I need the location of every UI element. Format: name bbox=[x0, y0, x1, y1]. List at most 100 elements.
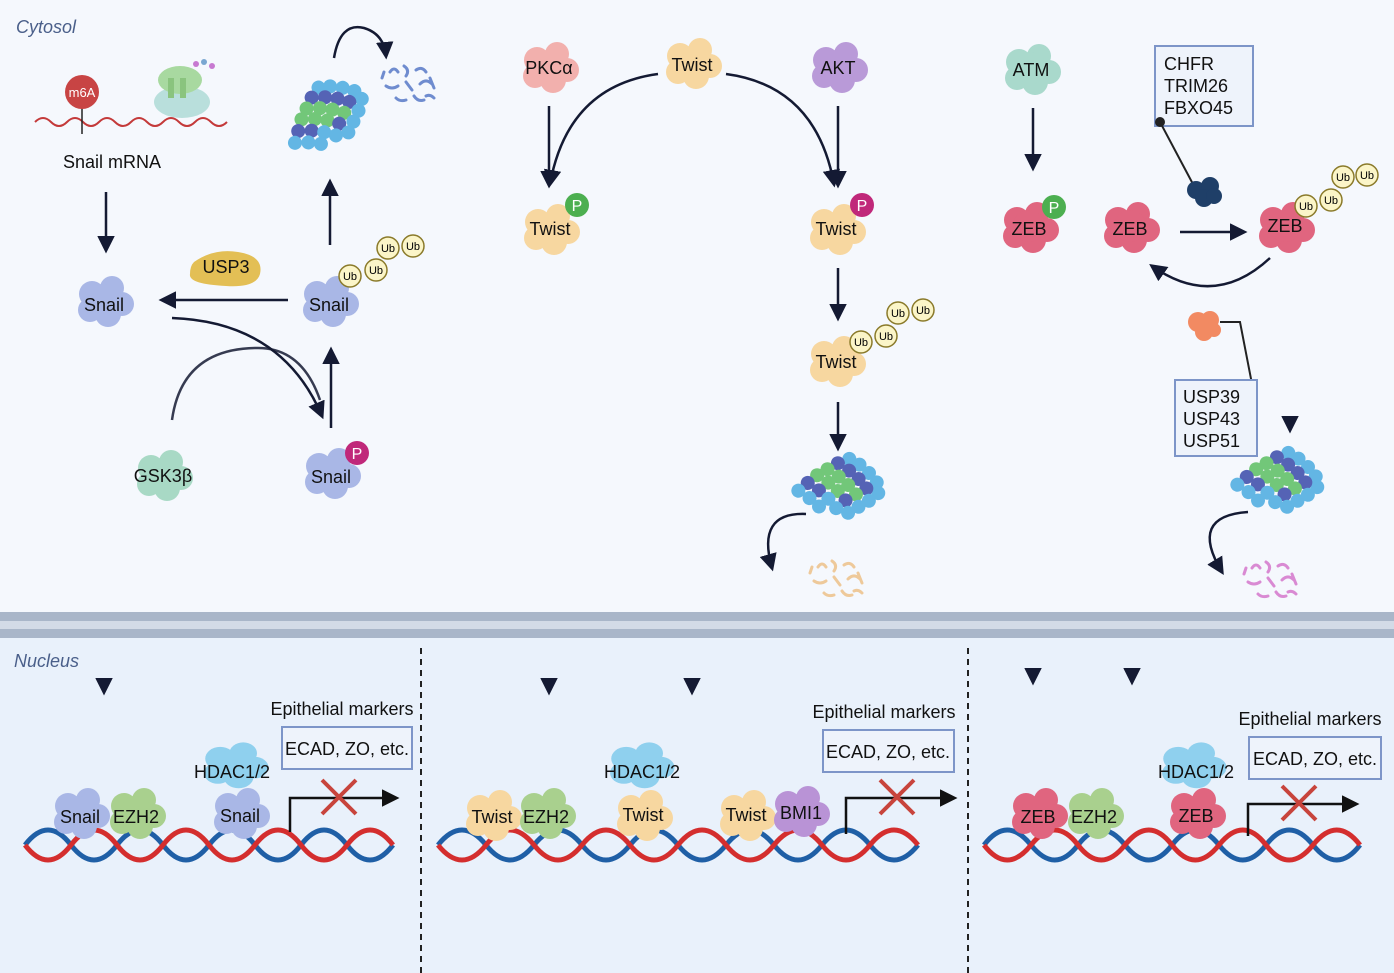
twist-bmi1-complex: Twist BMI1 bbox=[720, 786, 830, 841]
svg-text:Twist: Twist bbox=[815, 219, 856, 239]
m6a-mark bbox=[65, 75, 99, 109]
arrow-zeb-deubiquitination bbox=[1149, 257, 1271, 288]
twist-phospho-akt: Twist P bbox=[810, 193, 874, 255]
svg-text:Ub: Ub bbox=[854, 337, 868, 349]
svg-text:AKT: AKT bbox=[820, 58, 855, 78]
repression-cross bbox=[1280, 784, 1318, 822]
svg-text:TRIM26: TRIM26 bbox=[1164, 76, 1228, 96]
arrow-degradation-zeb bbox=[1207, 510, 1249, 575]
svg-text:HDAC1/2: HDAC1/2 bbox=[194, 762, 270, 782]
nucleus-label: Nucleus bbox=[14, 651, 79, 671]
svg-text:Ub: Ub bbox=[343, 271, 357, 283]
snail-protein-free: Snail bbox=[78, 276, 134, 327]
m6a-label: m6A bbox=[69, 85, 96, 100]
svg-text:Ub: Ub bbox=[879, 331, 893, 343]
atm-protein: ATM bbox=[1005, 44, 1061, 95]
nuclear-membrane bbox=[0, 612, 1394, 638]
svg-text:EZH2: EZH2 bbox=[113, 807, 159, 827]
svg-text:Ub: Ub bbox=[406, 241, 420, 253]
svg-text:P: P bbox=[857, 198, 868, 215]
svg-text:ZEB: ZEB bbox=[1112, 219, 1147, 239]
repression-cross bbox=[320, 778, 358, 816]
svg-text:EZH2: EZH2 bbox=[523, 807, 569, 827]
svg-text:P: P bbox=[352, 446, 363, 463]
cytosol-label: Cytosol bbox=[16, 17, 77, 37]
svg-text:USP51: USP51 bbox=[1183, 431, 1240, 451]
zeb-nuclear-complex: ZEB EZH2 bbox=[1012, 788, 1124, 839]
pkca-protein: PKCα bbox=[523, 42, 579, 93]
markers-title: Epithelial markers bbox=[270, 699, 413, 719]
svg-text:Ub: Ub bbox=[1336, 172, 1350, 184]
zeb-phospho-atm: ZEB P bbox=[1003, 195, 1066, 253]
markers-title: Epithelial markers bbox=[812, 702, 955, 722]
svg-text:Ub: Ub bbox=[381, 243, 395, 255]
svg-text:FBXO45: FBXO45 bbox=[1164, 98, 1233, 118]
svg-text:ECAD, ZO, etc.: ECAD, ZO, etc. bbox=[826, 742, 950, 762]
svg-text:GSK3β: GSK3β bbox=[134, 466, 192, 486]
twist-nuclear-complex: Twist EZH2 bbox=[466, 788, 576, 841]
twist-protein-top: Twist bbox=[666, 38, 722, 89]
svg-text:Ub: Ub bbox=[891, 308, 905, 320]
markers-twist: Epithelial markers ECAD, ZO, etc. bbox=[812, 702, 958, 834]
markers-title: Epithelial markers bbox=[1238, 709, 1381, 729]
svg-text:ECAD, ZO, etc.: ECAD, ZO, etc. bbox=[285, 739, 409, 759]
svg-text:PKCα: PKCα bbox=[525, 58, 572, 78]
snail-ubiquitinated: Snail Ub Ub Ub Ub bbox=[303, 234, 425, 327]
hdac-snail-complex: HDAC1/2 Snail bbox=[194, 742, 270, 839]
usp3-protein: USP3 bbox=[189, 251, 261, 287]
markers-snail: Epithelial markers ECAD, ZO, etc. bbox=[270, 699, 414, 832]
gsk3b-protein: GSK3β bbox=[134, 450, 193, 501]
arrow-degradation-snail bbox=[332, 25, 394, 60]
zeb-ubiquitinated: ZEB Ub Ub Ub Ub bbox=[1259, 163, 1379, 253]
svg-text:Twist: Twist bbox=[671, 55, 712, 75]
svg-text:Snail: Snail bbox=[309, 295, 349, 315]
transcription-start-arrow bbox=[288, 789, 400, 832]
e3-ligase-icon bbox=[1187, 177, 1222, 207]
svg-text:ZEB: ZEB bbox=[1267, 216, 1302, 236]
arrow-twist-to-pkca-phospho bbox=[543, 72, 659, 188]
svg-text:ZEB: ZEB bbox=[1020, 807, 1055, 827]
ribosome-icon bbox=[154, 59, 215, 118]
svg-text:Twist: Twist bbox=[622, 805, 663, 825]
markers-zeb: Epithelial markers ECAD, ZO, etc. bbox=[1238, 709, 1382, 836]
akt-protein: AKT bbox=[812, 42, 868, 93]
svg-text:Snail: Snail bbox=[220, 806, 260, 826]
svg-text:USP39: USP39 bbox=[1183, 387, 1240, 407]
dub-icon bbox=[1188, 311, 1221, 341]
arrow-gsk3b-action bbox=[170, 346, 322, 421]
svg-text:Twist: Twist bbox=[471, 807, 512, 827]
dna-twist bbox=[436, 827, 920, 863]
svg-text:Snail: Snail bbox=[311, 467, 351, 487]
svg-text:ECAD, ZO, etc.: ECAD, ZO, etc. bbox=[1253, 749, 1377, 769]
svg-text:CHFR: CHFR bbox=[1164, 54, 1214, 74]
snail-phosphorylated: Snail P bbox=[305, 441, 369, 499]
svg-text:Ub: Ub bbox=[916, 305, 930, 317]
svg-text:ATM: ATM bbox=[1013, 60, 1050, 80]
svg-text:Twist: Twist bbox=[529, 219, 570, 239]
transcription-start-arrow bbox=[844, 789, 958, 834]
arrow-phosphorylation bbox=[171, 316, 325, 420]
svg-text:P: P bbox=[1049, 200, 1060, 217]
svg-text:Ub: Ub bbox=[1299, 201, 1313, 213]
arrow-degradation-twist bbox=[759, 512, 807, 572]
svg-text:Snail: Snail bbox=[60, 807, 100, 827]
snail-nuclear-complex: Snail EZH2 bbox=[54, 788, 166, 839]
transcription-start-arrow bbox=[1246, 795, 1360, 836]
svg-text:USP43: USP43 bbox=[1183, 409, 1240, 429]
hdac-zeb-complex: HDAC1/2 ZEB bbox=[1158, 742, 1234, 839]
repression-cross bbox=[878, 778, 916, 816]
svg-text:Twist: Twist bbox=[815, 352, 856, 372]
svg-text:P: P bbox=[572, 198, 583, 215]
svg-text:Ub: Ub bbox=[1324, 195, 1338, 207]
svg-text:HDAC1/2: HDAC1/2 bbox=[1158, 762, 1234, 782]
snail-mrna: m6A bbox=[34, 75, 228, 134]
svg-text:Snail: Snail bbox=[84, 295, 124, 315]
twist-phospho-pkca: Twist P bbox=[524, 193, 589, 255]
svg-text:Twist: Twist bbox=[725, 805, 766, 825]
svg-text:EZH2: EZH2 bbox=[1071, 807, 1117, 827]
svg-text:Ub: Ub bbox=[1360, 170, 1374, 182]
svg-text:BMI1: BMI1 bbox=[780, 803, 822, 823]
svg-text:ZEB: ZEB bbox=[1178, 806, 1213, 826]
